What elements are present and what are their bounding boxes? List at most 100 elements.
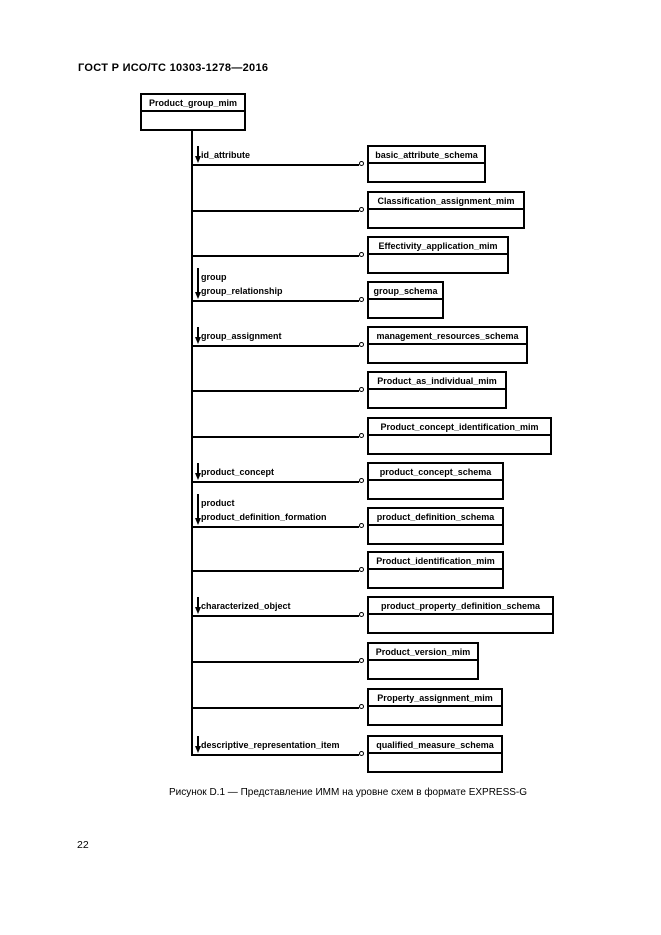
page-ref-circle	[359, 433, 364, 438]
connector-line	[191, 526, 359, 528]
connector-line	[191, 754, 359, 756]
schema-box: Classification_assignment_mim	[367, 191, 525, 229]
schema-box: Product_identification_mim	[367, 551, 504, 589]
page-ref-circle	[359, 478, 364, 483]
attribute-label: product_concept	[201, 467, 275, 477]
connector-line	[191, 255, 359, 257]
connector-line	[191, 481, 359, 483]
attribute-arrow-line	[197, 327, 199, 340]
connector-line	[191, 436, 359, 438]
attribute-label: id_attribute	[201, 150, 251, 160]
page-ref-circle	[359, 658, 364, 663]
attribute-arrowhead-icon	[194, 518, 201, 525]
attribute-arrow-line	[197, 597, 199, 610]
schema-box-title: qualified_measure_schema	[369, 737, 501, 754]
page-ref-circle	[359, 751, 364, 756]
attribute-label: product	[201, 498, 235, 508]
schema-box: product_property_definition_schema	[367, 596, 554, 634]
attribute-label: characterized_object	[201, 601, 291, 611]
page-ref-circle	[359, 523, 364, 528]
attribute-arrowhead-icon	[194, 607, 201, 614]
connector-line	[191, 164, 359, 166]
schema-box: Product_as_individual_mim	[367, 371, 507, 409]
schema-box-body	[369, 345, 526, 362]
schema-box-title: basic_attribute_schema	[369, 147, 484, 164]
schema-box-title: Product_version_mim	[369, 644, 477, 661]
schema-box-body	[369, 481, 502, 498]
attribute-label: descriptive_representation_item	[201, 740, 340, 750]
attribute-arrowhead-icon	[194, 746, 201, 753]
attribute-arrow-line	[197, 268, 199, 295]
page-ref-circle	[359, 387, 364, 392]
connector-line	[191, 615, 359, 617]
connector-line	[191, 570, 359, 572]
schema-box-root: Product_group_mim	[140, 93, 246, 131]
schema-box-title: group_schema	[369, 283, 442, 300]
schema-box-title: Classification_assignment_mim	[369, 193, 523, 210]
attribute-arrow-line	[197, 146, 199, 159]
page-ref-circle	[359, 207, 364, 212]
connector-line	[191, 661, 359, 663]
schema-box-body	[369, 164, 484, 181]
schema-box: Product_version_mim	[367, 642, 479, 680]
attribute-label: group_assignment	[201, 331, 282, 341]
page-number: 22	[77, 839, 89, 851]
attribute-arrow-line	[197, 736, 199, 749]
connector-line	[191, 707, 359, 709]
schema-box-title: Product_as_individual_mim	[369, 373, 505, 390]
schema-box: group_schema	[367, 281, 444, 319]
schema-box: management_resources_schema	[367, 326, 528, 364]
schema-box-body	[369, 390, 505, 407]
schema-box-title: Product_identification_mim	[369, 553, 502, 570]
schema-box-body	[369, 526, 502, 543]
document-header: ГОСТ Р ИСО/ТС 10303-1278—2016	[78, 62, 269, 74]
schema-box-body	[142, 112, 244, 129]
schema-box: basic_attribute_schema	[367, 145, 486, 183]
attribute-arrowhead-icon	[194, 473, 201, 480]
schema-box-title: product_property_definition_schema	[369, 598, 552, 615]
schema-box-title: Product_group_mim	[142, 95, 244, 112]
schema-box: product_concept_schema	[367, 462, 504, 500]
attribute-label: group_relationship	[201, 286, 283, 296]
page-ref-circle	[359, 567, 364, 572]
schema-box-body	[369, 255, 507, 272]
page-ref-circle	[359, 297, 364, 302]
schema-box-body	[369, 570, 502, 587]
page-ref-circle	[359, 342, 364, 347]
attribute-arrowhead-icon	[194, 337, 201, 344]
connector-line	[191, 390, 359, 392]
page-ref-circle	[359, 252, 364, 257]
schema-box-body	[369, 210, 523, 227]
attribute-arrowhead-icon	[194, 156, 201, 163]
attribute-label: group	[201, 272, 227, 282]
page-ref-circle	[359, 704, 364, 709]
schema-box-title: Property_assignment_mim	[369, 690, 501, 707]
attribute-arrowhead-icon	[194, 292, 201, 299]
schema-box: Property_assignment_mim	[367, 688, 503, 726]
attribute-arrow-line	[197, 463, 199, 476]
attribute-label: product_definition_formation	[201, 512, 327, 522]
connector-line	[191, 210, 359, 212]
page-ref-circle	[359, 161, 364, 166]
schema-box-title: Effectivity_application_mim	[369, 238, 507, 255]
schema-box-body	[369, 754, 501, 771]
schema-box-body	[369, 300, 442, 317]
figure-caption: Рисунок D.1 — Представление ИММ на уровн…	[168, 787, 528, 798]
schema-box: Effectivity_application_mim	[367, 236, 509, 274]
schema-box-title: product_definition_schema	[369, 509, 502, 526]
attribute-arrow-line	[197, 494, 199, 521]
schema-box: qualified_measure_schema	[367, 735, 503, 773]
schema-box-title: Product_concept_identification_mim	[369, 419, 550, 436]
schema-box-body	[369, 615, 552, 632]
schema-box-body	[369, 707, 501, 724]
schema-box-title: management_resources_schema	[369, 328, 526, 345]
schema-box: product_definition_schema	[367, 507, 504, 545]
schema-box-body	[369, 661, 477, 678]
trunk-line	[191, 131, 193, 756]
page-ref-circle	[359, 612, 364, 617]
schema-box-title: product_concept_schema	[369, 464, 502, 481]
schema-box: Product_concept_identification_mim	[367, 417, 552, 455]
connector-line	[191, 345, 359, 347]
connector-line	[191, 300, 359, 302]
